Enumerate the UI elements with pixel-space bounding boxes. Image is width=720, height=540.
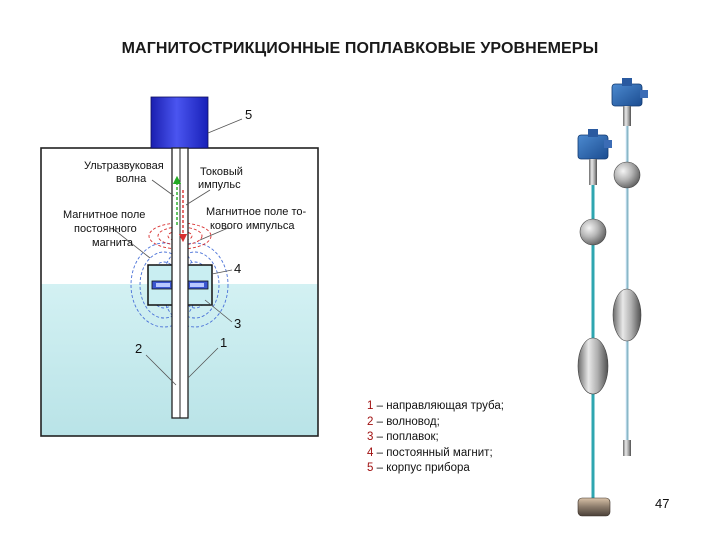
callout-3: 3: [234, 316, 241, 331]
sensor-left: [577, 129, 612, 517]
legend-item-3: 3 – поплавок;: [367, 430, 504, 446]
legend-text: – направляющая труба;: [373, 400, 504, 412]
legend-num: 4: [367, 446, 374, 459]
callout-2: 2: [135, 341, 142, 356]
legend-item-2: 2 – волновод;: [367, 415, 504, 431]
legend-num: 5: [367, 462, 374, 474]
legend-text: – постоянный магнит;: [373, 446, 493, 459]
sensor-right: [611, 78, 648, 456]
leader-lines: [111, 118, 243, 386]
label-current-pulse-l1: Токовый: [200, 166, 243, 178]
legend: 1 – направляющая труба; 2 – волновод; 3 …: [367, 399, 504, 477]
legend-num: 2: [367, 415, 374, 428]
slide-title: МАГНИТОСТРИКЦИОННЫЕ ПОПЛАВКОВЫЕ УРОВНЕМЕ…: [121, 40, 599, 57]
label-pulse-field-l2: кового импульса: [210, 220, 295, 232]
label-current-pulse-l2: импульс: [198, 179, 241, 191]
label-magnet-field-l1: Магнитное поле: [63, 209, 145, 221]
label-ultrasonic-wave-l1: Ультразвуковая: [84, 160, 164, 172]
label-pulse-field-l1: Магнитное поле то-: [206, 206, 306, 218]
legend-text: – волновод;: [373, 415, 440, 428]
sensor-photo: [577, 78, 648, 517]
legend-item-1: 1 – направляющая труба;: [367, 399, 504, 415]
legend-num: 3: [367, 431, 374, 443]
page-number: 47: [655, 496, 670, 511]
callout-1: 1: [220, 335, 227, 350]
legend-text: – поплавок;: [373, 431, 439, 443]
label-ultrasonic-wave-l2: волна: [116, 173, 147, 185]
device-body: [150, 96, 209, 149]
label-magnet-field-l2: постоянного: [74, 223, 137, 235]
legend-num: 1: [367, 400, 374, 412]
legend-item-4: 4 – постоянный магнит;: [367, 446, 504, 462]
legend-item-5: 5 – корпус прибора: [367, 461, 504, 477]
callout-4: 4: [234, 261, 241, 276]
legend-text: – корпус прибора: [373, 462, 470, 474]
callout-5: 5: [245, 107, 252, 122]
label-magnet-field-l3: магнита: [92, 237, 134, 249]
